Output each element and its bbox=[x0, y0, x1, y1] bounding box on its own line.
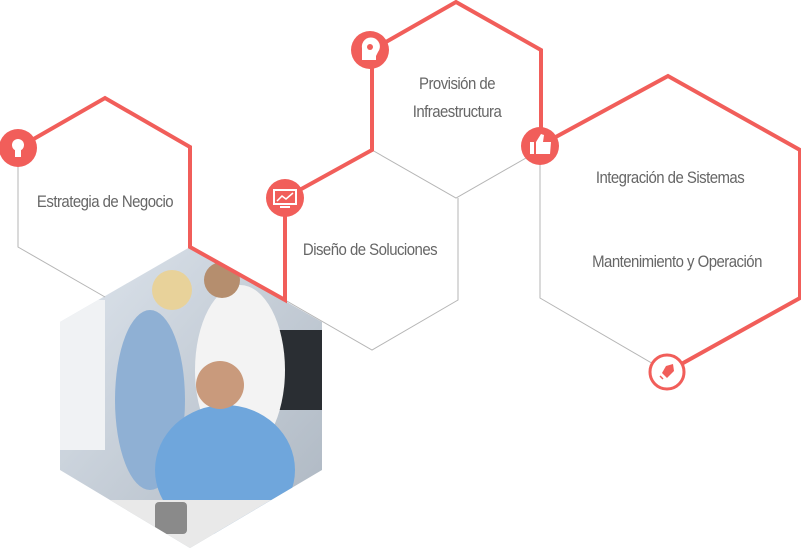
step-label-provision-line1: Provisión de bbox=[418, 74, 496, 93]
step-label-mantenimiento: Mantenimiento y Operación bbox=[592, 252, 762, 271]
step-label-diseno: Diseño de Soluciones bbox=[302, 240, 438, 259]
thumbs-up-icon bbox=[521, 127, 559, 165]
step-label-integracion: Integración de Sistemas bbox=[595, 168, 745, 187]
step-label-estrategia: Estrategia de Negocio bbox=[36, 192, 174, 211]
office-team-photo bbox=[60, 247, 322, 548]
chart-monitor-icon bbox=[266, 179, 304, 217]
lightbulb-icon bbox=[0, 129, 37, 167]
gray-hex-edges bbox=[17, 145, 668, 373]
gears-head-icon bbox=[351, 31, 389, 69]
rocket-icon bbox=[648, 353, 686, 391]
step-label-provision-line2: Infraestructura bbox=[412, 102, 502, 121]
